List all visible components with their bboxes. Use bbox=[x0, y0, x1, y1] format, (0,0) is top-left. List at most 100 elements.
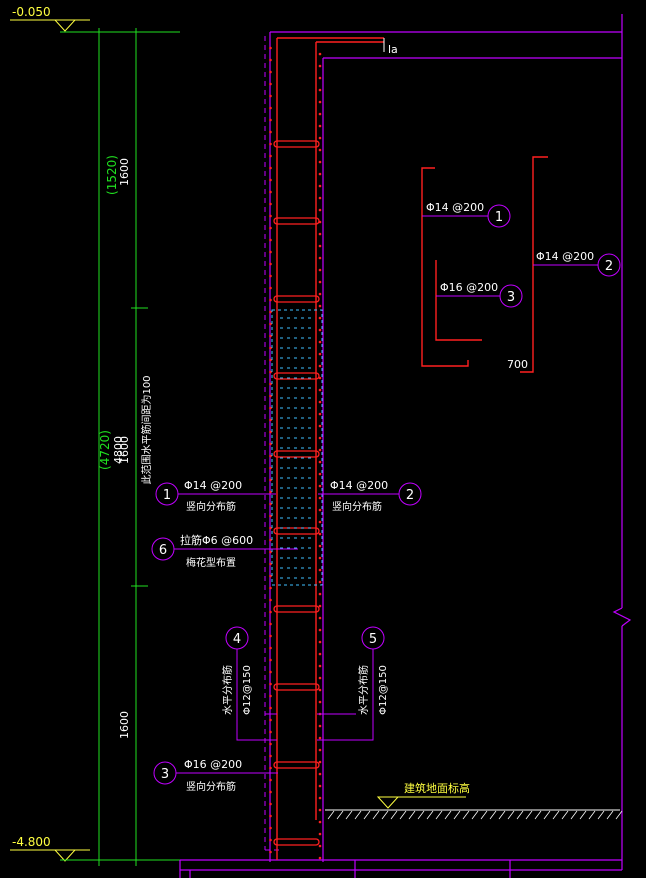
rebar-dot bbox=[269, 514, 272, 518]
rebar-dot bbox=[318, 724, 322, 728]
rebar-dot bbox=[318, 484, 322, 488]
rebar-dot bbox=[318, 412, 322, 416]
ground-hatch-line bbox=[390, 810, 398, 820]
ground-label: 建筑地面标高 bbox=[404, 781, 470, 795]
rebar-dot bbox=[269, 634, 272, 638]
rebar-dot bbox=[269, 622, 272, 626]
dim-total-paren: (4720) bbox=[98, 430, 112, 470]
rebar-dot bbox=[269, 406, 272, 410]
hoop bbox=[273, 295, 320, 303]
marker-4: 4 bbox=[233, 632, 241, 647]
ground-hatch-line bbox=[354, 810, 362, 820]
ground-hatch-line bbox=[498, 810, 506, 820]
rebar-dot bbox=[318, 364, 322, 368]
rebar-dot bbox=[269, 190, 272, 194]
rebar-dot bbox=[318, 400, 322, 404]
rebar-dots bbox=[269, 46, 322, 860]
ground-hatch-line bbox=[561, 810, 569, 820]
ground-hatch-line bbox=[345, 810, 353, 820]
rebar-dot bbox=[318, 340, 322, 344]
rebar-dot bbox=[269, 430, 272, 434]
rebar-dot bbox=[269, 166, 272, 170]
ground-hatch-line bbox=[471, 810, 479, 820]
hoop bbox=[273, 761, 320, 769]
rebar-dot bbox=[269, 154, 272, 158]
marker-5: 5 bbox=[369, 632, 377, 647]
ground-hatch-line bbox=[552, 810, 560, 820]
hoop bbox=[273, 683, 320, 691]
dim-total: 4800 bbox=[112, 436, 125, 464]
rebar-dot bbox=[318, 856, 322, 860]
rebar-dot bbox=[269, 730, 272, 734]
rebar-dot bbox=[269, 370, 272, 374]
marker-3: 3 bbox=[161, 767, 169, 782]
rebar-dot bbox=[318, 256, 322, 260]
rebar-dot bbox=[318, 208, 322, 212]
rebar-dot bbox=[318, 244, 322, 248]
hoop bbox=[273, 140, 320, 148]
rebar-dot bbox=[318, 160, 322, 164]
rebar-dot bbox=[318, 472, 322, 476]
rebar-dot bbox=[269, 598, 272, 602]
rebar-dot bbox=[318, 232, 322, 236]
callout-1-desc: 竖向分布筋 bbox=[186, 500, 236, 513]
rebar-dot bbox=[318, 604, 322, 608]
callout-6: 6 拉筋Φ6 @600 梅花型布置 bbox=[151, 533, 298, 569]
rebar-dot bbox=[269, 706, 272, 710]
ground-hatch-line bbox=[453, 810, 461, 820]
rebar-dot bbox=[318, 88, 322, 92]
rebar-dot bbox=[269, 454, 272, 458]
rebar-dot bbox=[318, 148, 322, 152]
ground-hatch-line bbox=[570, 810, 578, 820]
rebar-dot bbox=[269, 610, 272, 614]
tie-zone bbox=[271, 309, 323, 586]
rebar-dot bbox=[318, 760, 322, 764]
callout-3: 3 Φ16 @200 竖向分布筋 bbox=[153, 758, 278, 793]
rebar-dot bbox=[269, 394, 272, 398]
rebar-dot bbox=[269, 202, 272, 206]
rebar-dot bbox=[269, 562, 272, 566]
rebar-dot bbox=[318, 556, 322, 560]
ground-hatch-line bbox=[381, 810, 389, 820]
rebar-dot bbox=[269, 646, 272, 650]
ground-line bbox=[325, 796, 623, 820]
ground-hatch-line bbox=[543, 810, 551, 820]
ground-hatch-line bbox=[579, 810, 587, 820]
vertical-rebars bbox=[276, 37, 385, 860]
rebar-dot bbox=[269, 526, 272, 530]
rebar-dot bbox=[269, 778, 272, 782]
callout-4: 4 水平分布筋 Φ12@150 bbox=[221, 626, 277, 741]
rebar-dot bbox=[269, 742, 272, 746]
rebar-dot bbox=[318, 112, 322, 116]
rebar-dot bbox=[318, 316, 322, 320]
rebar-dot bbox=[269, 310, 272, 314]
ground-hatch-line bbox=[417, 810, 425, 820]
rebar-dot bbox=[318, 532, 322, 536]
hoop bbox=[273, 838, 320, 846]
rebar-dot bbox=[269, 574, 272, 578]
rebar-dot bbox=[269, 214, 272, 218]
ground-hatch-line bbox=[372, 810, 380, 820]
rebar-dot bbox=[269, 694, 272, 698]
legend-marker-1: 1 bbox=[495, 210, 503, 225]
wall-outline bbox=[179, 14, 632, 878]
hoop bbox=[273, 372, 320, 380]
callout-3-desc: 竖向分布筋 bbox=[186, 780, 236, 793]
legend-dim-700: 700 bbox=[507, 358, 528, 371]
rebar-dot bbox=[269, 466, 272, 470]
rebar-dot bbox=[318, 196, 322, 200]
rebar-dot bbox=[318, 616, 322, 620]
rebar-dot bbox=[269, 322, 272, 326]
ground-hatch-line bbox=[597, 810, 605, 820]
marker-6: 6 bbox=[159, 543, 167, 558]
horizontal-hoops bbox=[273, 140, 320, 846]
rebar-dot bbox=[318, 832, 322, 836]
rebar-dot bbox=[318, 592, 322, 596]
rebar-dot bbox=[269, 346, 272, 350]
rebar-dot bbox=[318, 280, 322, 284]
legend-3-spec: Φ16 @200 bbox=[440, 281, 498, 294]
hoop bbox=[273, 217, 320, 225]
rebar-dot bbox=[318, 700, 322, 704]
